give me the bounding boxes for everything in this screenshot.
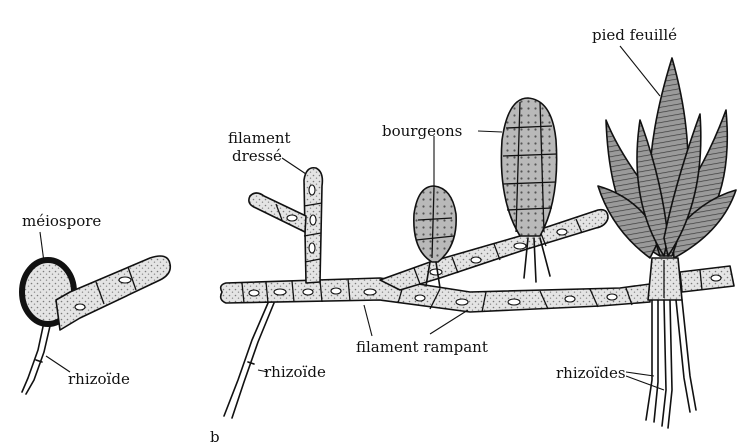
bud-large: [501, 98, 556, 236]
label-bourgeons: bourgeons: [382, 122, 462, 140]
label-filament-dresse-line1: filament: [228, 129, 291, 147]
label-filament-rampant: filament rampant: [356, 338, 488, 356]
rhizoid-mid: [224, 303, 274, 418]
bud-small: [414, 186, 456, 262]
side-branch-shape: [249, 193, 306, 232]
label-pied-feuille: pied feuillé: [592, 26, 677, 44]
label-rhizoide-left: rhizoïde: [68, 370, 130, 388]
label-meiospore: méiospore: [22, 212, 101, 230]
label-rhizoide-mid: rhizoïde: [264, 363, 326, 381]
label-rhizoides: rhizoïdes: [556, 364, 626, 382]
rhizoids-right: [646, 300, 696, 428]
filament-rampant-shape: [221, 278, 650, 312]
rhizoid-left: [22, 322, 50, 394]
germ-filament: [56, 256, 170, 330]
label-filament-dresse-line2: dressé: [232, 147, 282, 165]
label-panel-letter: b: [210, 428, 220, 446]
